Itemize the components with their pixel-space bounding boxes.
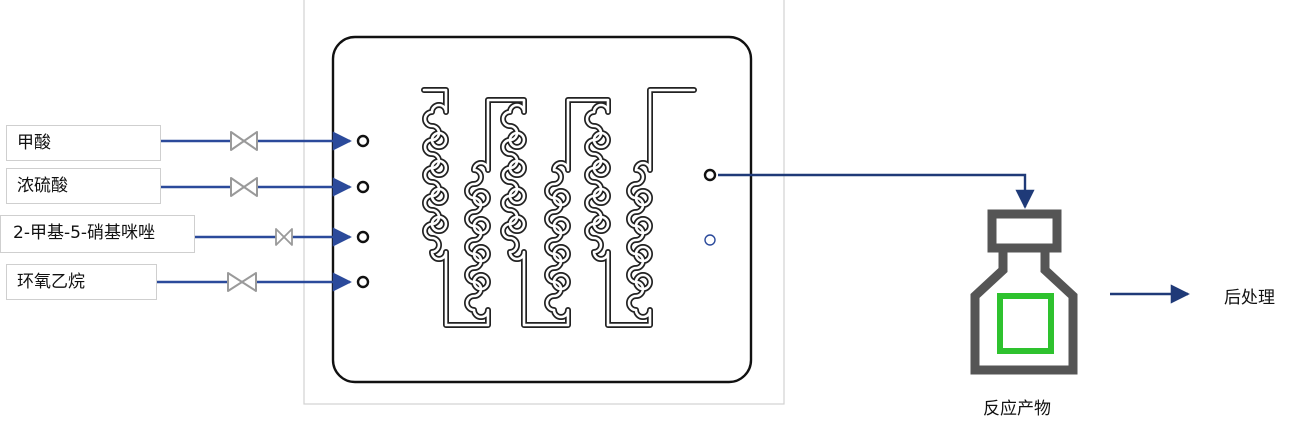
- outlet-line: [718, 173, 1035, 209]
- inlet-port-2: [356, 180, 370, 194]
- inlet-port-4: [356, 275, 370, 289]
- product-bottle-icon: [970, 209, 1078, 375]
- valve-icon-3: [275, 228, 293, 246]
- input-label-formic-acid: 甲酸: [6, 125, 161, 161]
- input-label-nitroimidazole: 2-甲基-5-硝基咪唑: [0, 215, 195, 253]
- outlet-port: [703, 168, 717, 182]
- valve-icon-2: [230, 177, 258, 197]
- inlet-port-1: [356, 134, 370, 148]
- input-label-ethylene-oxide: 环氧乙烷: [6, 264, 157, 300]
- input-label-sulfuric-acid: 浓硫酸: [6, 168, 161, 204]
- inlet-port-3: [356, 230, 370, 244]
- product-label: 反应产物: [983, 399, 1051, 419]
- reactor-frame: [303, 0, 785, 405]
- valve-icon-4: [227, 272, 257, 292]
- aux-port: [704, 234, 716, 246]
- post-process-label: 后处理: [1224, 288, 1275, 308]
- reactor-plate: [331, 35, 753, 384]
- valve-icon-1: [230, 131, 258, 151]
- product-square: [997, 293, 1054, 354]
